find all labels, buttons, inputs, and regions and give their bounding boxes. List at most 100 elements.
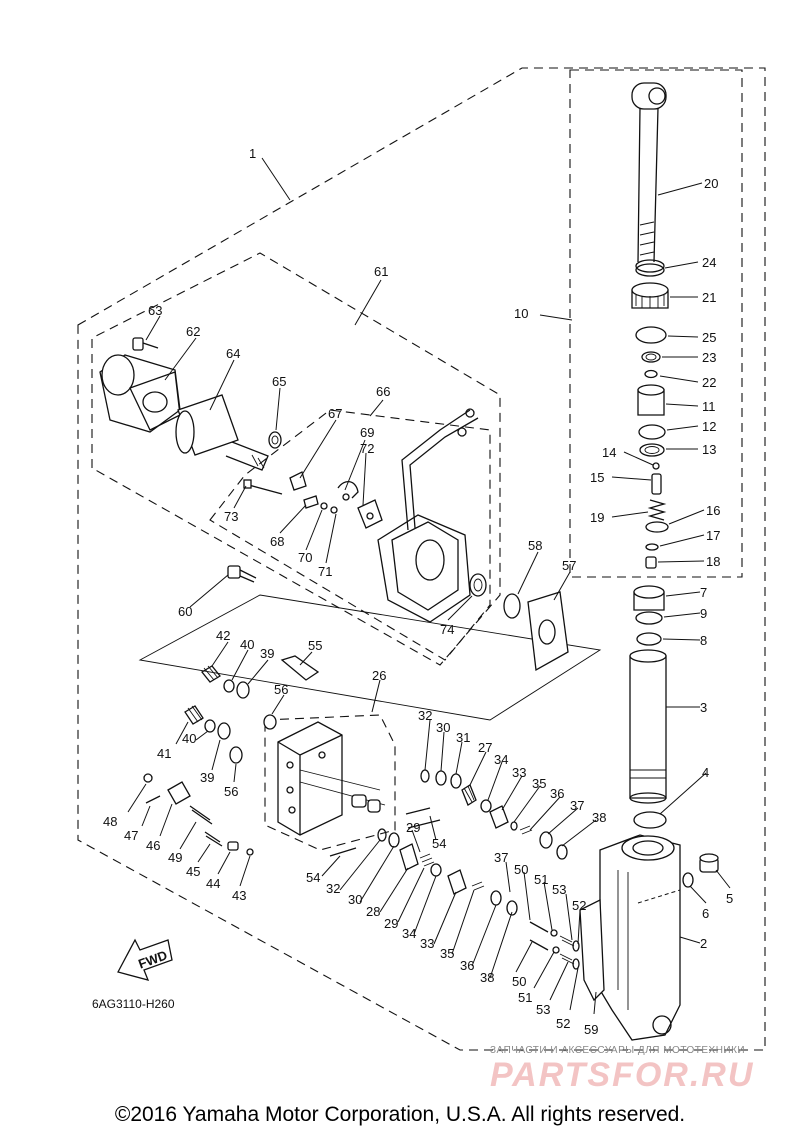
callout-5: 5 — [726, 891, 733, 906]
assembly-boundary-1 — [77, 67, 766, 1051]
assembly-boundary-61 — [91, 252, 501, 666]
o-ring-6 — [682, 872, 694, 888]
callout-25: 25 — [702, 330, 716, 345]
callout-47: 47 — [124, 828, 138, 843]
callout-57: 57 — [562, 558, 576, 573]
callout-29: 29 — [406, 820, 420, 835]
callout-37: 37 — [570, 798, 584, 813]
callout-34b: 34 — [402, 926, 416, 941]
callout-33: 33 — [512, 765, 526, 780]
callout-11: 11 — [702, 399, 716, 414]
callout-36b: 36 — [460, 958, 474, 973]
callout-56b: 56 — [224, 784, 238, 799]
callout-38: 38 — [592, 810, 606, 825]
callout-29b: 29 — [384, 916, 398, 931]
copyright-notice: ©2016 Yamaha Motor Corporation, U.S.A. A… — [114, 1103, 686, 1126]
callout-1: 1 — [249, 146, 256, 161]
callout-7: 7 — [700, 585, 707, 600]
callout-67: 67 — [328, 406, 342, 421]
small-parts-66 — [243, 471, 383, 529]
callout-54b: 54 — [306, 870, 320, 885]
callout-69: 69 — [360, 425, 374, 440]
callout-26: 26 — [372, 668, 386, 683]
cylinder-seal-group — [633, 585, 665, 646]
callout-27: 27 — [478, 740, 492, 755]
bolt-63 — [132, 337, 159, 351]
callout-74: 74 — [440, 622, 454, 637]
callout-44: 44 — [206, 876, 220, 891]
cylinder-tube-3 — [629, 649, 667, 804]
callout-50b: 50 — [512, 974, 526, 989]
callout-52b: 52 — [556, 1016, 570, 1031]
callout-22: 22 — [702, 375, 716, 390]
callout-50: 50 — [514, 862, 528, 877]
callout-16: 16 — [706, 503, 720, 518]
callout-59: 59 — [584, 1022, 598, 1037]
cylinder-body-2 — [599, 834, 681, 1041]
watermark-subtitle: ЗАПЧАСТИ И АКСЕССУАРЫ ДЛЯ МОТОТЕХНИКИ — [490, 1045, 746, 1056]
screw-60 — [227, 565, 257, 583]
callout-12: 12 — [702, 419, 716, 434]
callout-18: 18 — [706, 554, 720, 569]
pump-64 — [175, 394, 269, 471]
callout-40b: 40 — [182, 731, 196, 746]
valve-parts-mid-left — [184, 705, 243, 764]
callout-9: 9 — [700, 606, 707, 621]
callout-15: 15 — [590, 470, 604, 485]
callout-10: 10 — [514, 306, 528, 321]
callout-30b: 30 — [348, 892, 362, 907]
callout-63: 63 — [148, 303, 162, 318]
callout-40: 40 — [240, 637, 254, 652]
callout-39: 39 — [260, 646, 274, 661]
valve-body-outline — [138, 594, 602, 721]
callout-35: 35 — [532, 776, 546, 791]
callout-51: 51 — [534, 872, 548, 887]
assembly-boundary-66 — [209, 409, 491, 661]
callout-24: 24 — [702, 255, 716, 270]
callout-71: 71 — [318, 564, 332, 579]
gasket-57 — [527, 591, 569, 672]
callout-35b: 35 — [440, 946, 454, 961]
fwd-arrow-icon: FWD — [117, 938, 173, 981]
seal-74 — [469, 573, 487, 597]
callout-72: 72 — [360, 441, 374, 456]
callout-48: 48 — [103, 814, 117, 829]
leader-lines — [127, 157, 731, 1015]
reference-code: 6AG3110-H260 — [92, 997, 175, 1011]
plug-5 — [699, 853, 719, 873]
callout-52: 52 — [572, 898, 586, 913]
callout-13: 13 — [702, 442, 716, 457]
callouts: 1 2 3 4 5 6 7 8 9 10 11 12 13 14 15 16 1… — [103, 146, 733, 1037]
callout-8: 8 — [700, 633, 707, 648]
callout-21: 21 — [702, 290, 716, 305]
assembly-boundary-10 — [569, 69, 743, 578]
callout-45: 45 — [186, 864, 200, 879]
motor-62 — [99, 354, 181, 433]
callout-39b: 39 — [200, 770, 214, 785]
callout-64: 64 — [226, 346, 240, 361]
callout-66: 66 — [376, 384, 390, 399]
callout-55: 55 — [308, 638, 322, 653]
callout-6: 6 — [702, 906, 709, 921]
callout-53b: 53 — [536, 1002, 550, 1017]
washer-65 — [268, 431, 282, 449]
callout-19: 19 — [590, 510, 604, 525]
callout-36: 36 — [550, 786, 564, 801]
valve-parts-right — [329, 769, 605, 1002]
callout-28: 28 — [366, 904, 380, 919]
watermark-logo: PARTSFOR.RU — [490, 1056, 755, 1094]
callout-4: 4 — [702, 765, 709, 780]
callout-43: 43 — [232, 888, 246, 903]
assembly-boundary-26 — [264, 714, 396, 851]
callout-31: 31 — [456, 730, 470, 745]
valve-parts-upper — [201, 655, 320, 730]
valve-parts-lower-left — [143, 773, 254, 856]
callout-49: 49 — [168, 850, 182, 865]
o-ring-4 — [633, 811, 667, 829]
callout-54: 54 — [432, 836, 446, 851]
o-ring-58 — [503, 593, 521, 619]
callout-37b: 37 — [494, 850, 508, 865]
callout-56: 56 — [274, 682, 288, 697]
callout-73: 73 — [224, 509, 238, 524]
